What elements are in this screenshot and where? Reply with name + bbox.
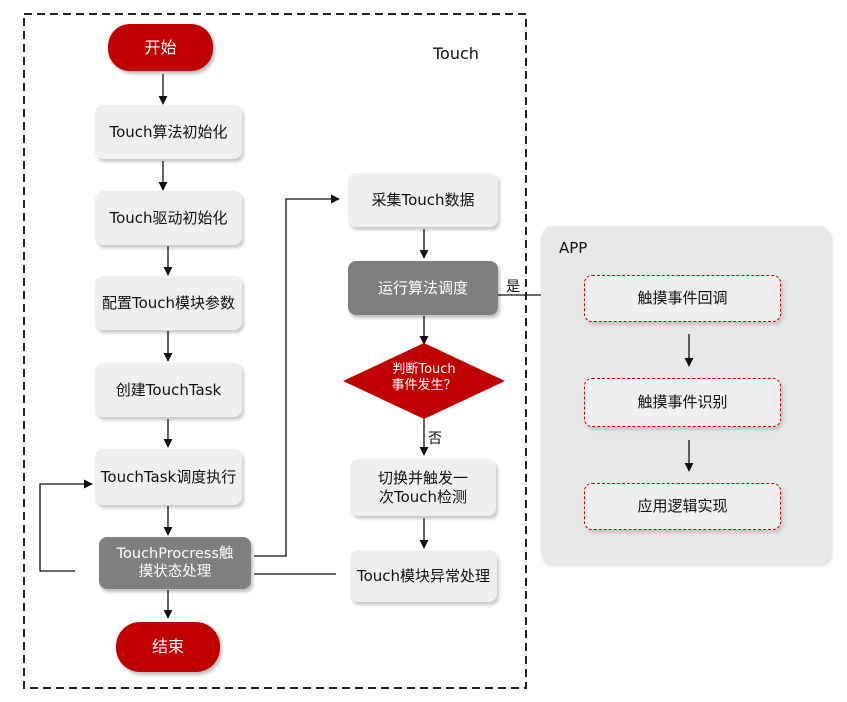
end-node: 结束: [116, 622, 220, 672]
run-algo-node: 运行算法调度: [348, 261, 498, 315]
arrow-loop-back: [39, 479, 93, 572]
yes-branch-label: 是: [506, 279, 520, 295]
config-params-node: 配置Touch模块参数: [95, 276, 242, 330]
arrow-process-to-collect: [254, 194, 340, 557]
touch-algo-init-node: Touch算法初始化: [95, 105, 242, 159]
judge-event-label: 判断Touch事件发生？: [391, 362, 457, 394]
touch-recognize-node: 触摸事件识别: [584, 378, 781, 427]
switch-trigger-node: 切换并触发一次Touch检测: [350, 459, 496, 516]
judge-event-diamond: [343, 343, 505, 419]
create-task-node: 创建TouchTask: [95, 363, 242, 417]
process-state-node: TouchProcress触摸状态处理: [99, 537, 251, 589]
task-exec-node: TouchTask调度执行: [95, 449, 242, 505]
start-node: 开始: [108, 24, 213, 71]
touch-region-label: Touch: [433, 44, 479, 63]
app-region-label: APP: [559, 239, 588, 257]
touch-driver-init-node: Touch驱动初始化: [95, 191, 242, 245]
exception-handle-node: Touch模块异常处理: [350, 550, 497, 602]
touch-region-border: [23, 13, 527, 689]
app-logic-node: 应用逻辑实现: [584, 483, 781, 530]
collect-data-node: 采集Touch数据: [348, 173, 498, 227]
no-branch-label: 否: [428, 431, 442, 447]
touch-callback-node: 触摸事件回调: [584, 275, 781, 322]
